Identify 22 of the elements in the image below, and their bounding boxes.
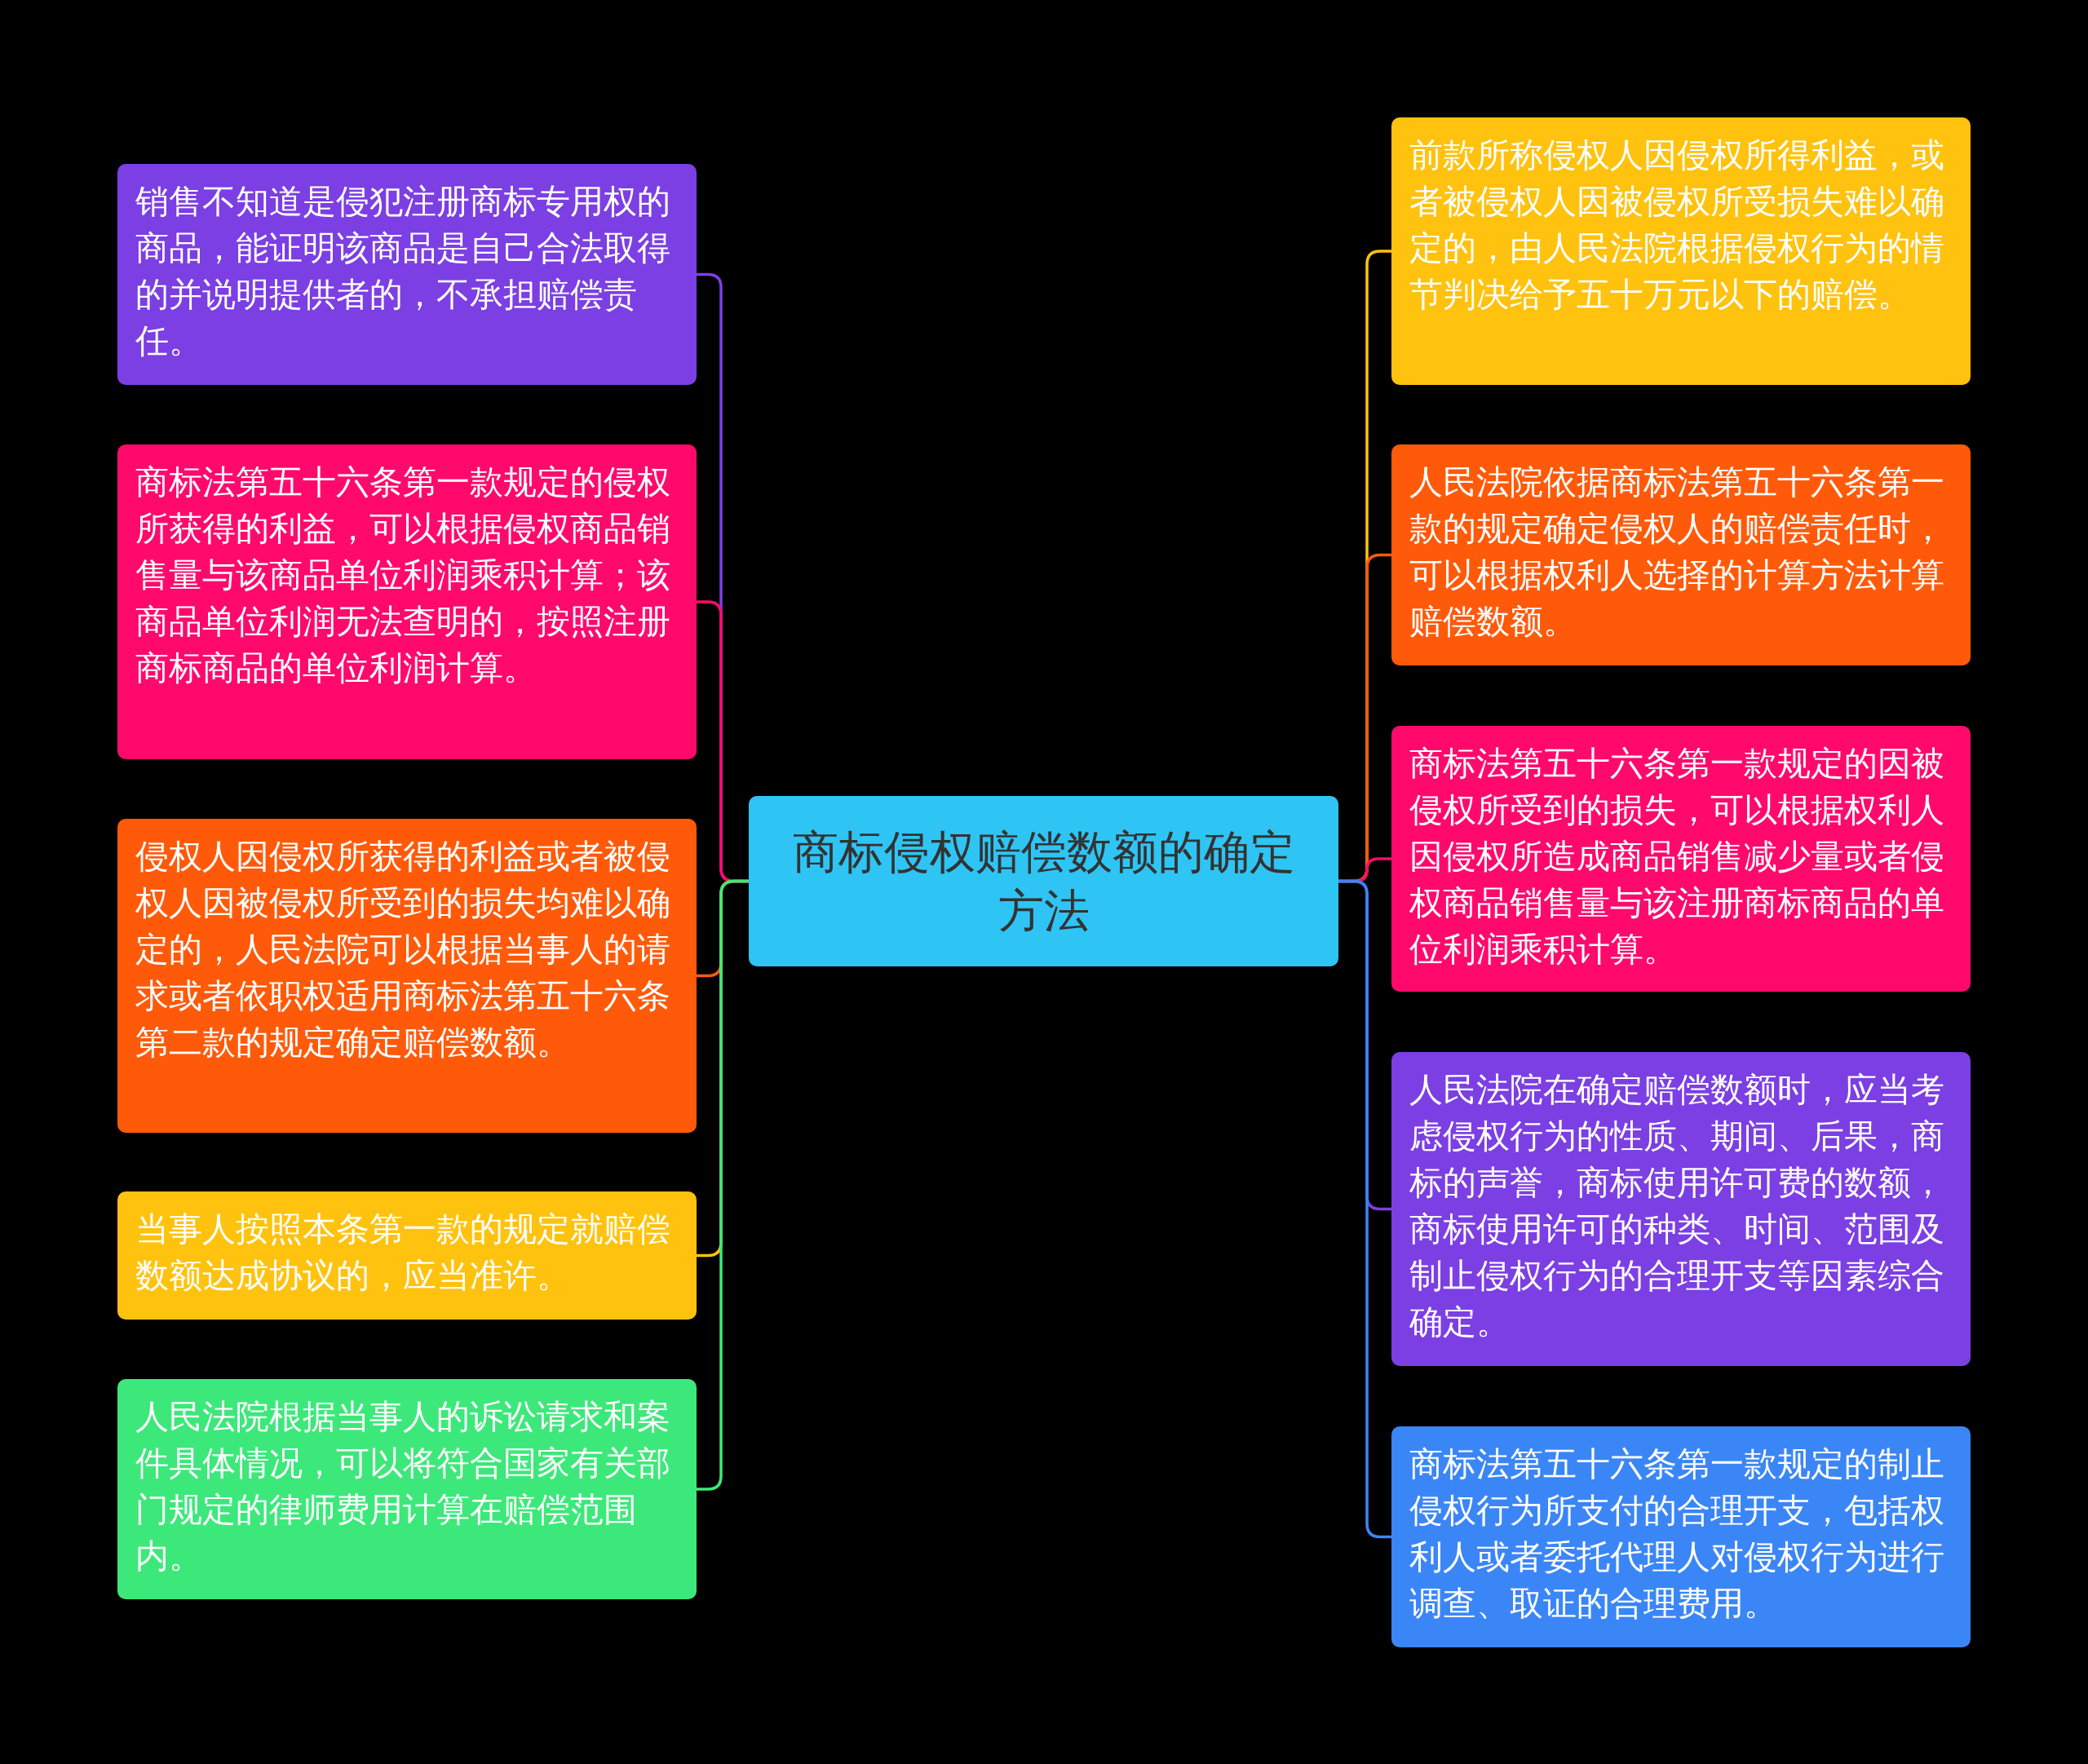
topic-text: 商标法第五十六条第一款规定的侵权所获得的利益，可以根据侵权商品销售量与该商品单位利润乘积计算；该商品单位利润无法查明的，按照注册商标商品的单位利润计算。 bbox=[135, 462, 671, 689]
topic-box bbox=[117, 444, 697, 759]
topic-box bbox=[1391, 1426, 1971, 1647]
topic-box bbox=[1391, 1052, 1971, 1366]
topic-text: 人民法院在确定赔偿数额时，应当考虑侵权行为的性质、期间、后果，商标的声誉，商标使用许可费的数额，商标使用许可的种类、时间、范围及制止侵权行为的合理开支等因素综合确定。 bbox=[1409, 1069, 1945, 1343]
topic-text: 人民法院根据当事人的诉讼请求和案件具体情况，可以将符合国家有关部门规定的律师费用计算在赔偿范围内。 bbox=[135, 1396, 671, 1577]
topic-text: 销售不知道是侵犯注册商标专用权的商品，能证明该商品是自己合法取得的并说明提供者的，不承担赔偿责任。 bbox=[135, 181, 671, 362]
topic-box bbox=[1391, 117, 1971, 385]
topic-text: 人民法院依据商标法第五十六条第一款的规定确定侵权人的赔偿责任时，可以根据权利人选择的计算方法计算赔偿数额。 bbox=[1409, 462, 1945, 643]
topic-text: 商标法第五十六条第一款规定的制止侵权行为所支付的合理开支，包括权利人或者委托代理人对侵权行为进行调查、取证的合理费用。 bbox=[1409, 1443, 1945, 1625]
topic-text: 前款所称侵权人因侵权所得利益，或者被侵权人因被侵权所受损失难以确定的，由人民法院根据侵权行为的情节判决给予五十万元以下的赔偿。 bbox=[1409, 135, 1945, 316]
topic-box bbox=[117, 819, 697, 1133]
central-topic-box bbox=[749, 796, 1338, 966]
topic-box bbox=[117, 164, 697, 385]
topic-box bbox=[1391, 444, 1971, 665]
topic-text: 侵权人因侵权所获得的利益或者被侵权人因被侵权所受到的损失均难以确定的，人民法院可以根据当事人的请求或者依职权适用商标法第五十六条第二款的规定确定赔偿数额。 bbox=[135, 836, 671, 1063]
topic-text: 当事人按照本条第一款的规定就赔偿数额达成协议的，应当准许。 bbox=[135, 1209, 671, 1297]
topic-text: 商标法第五十六条第一款规定的因被侵权所受到的损失，可以根据权利人因侵权所造成商品销售减少量或者侵权商品销售量与该注册商标商品的单位利润乘积计算。 bbox=[1409, 743, 1945, 970]
topic-box bbox=[117, 1191, 697, 1320]
topic-box bbox=[117, 1379, 697, 1599]
topic-box bbox=[1391, 726, 1971, 992]
central-topic-text: 商标侵权赔偿数额的确定方法 bbox=[791, 824, 1296, 939]
